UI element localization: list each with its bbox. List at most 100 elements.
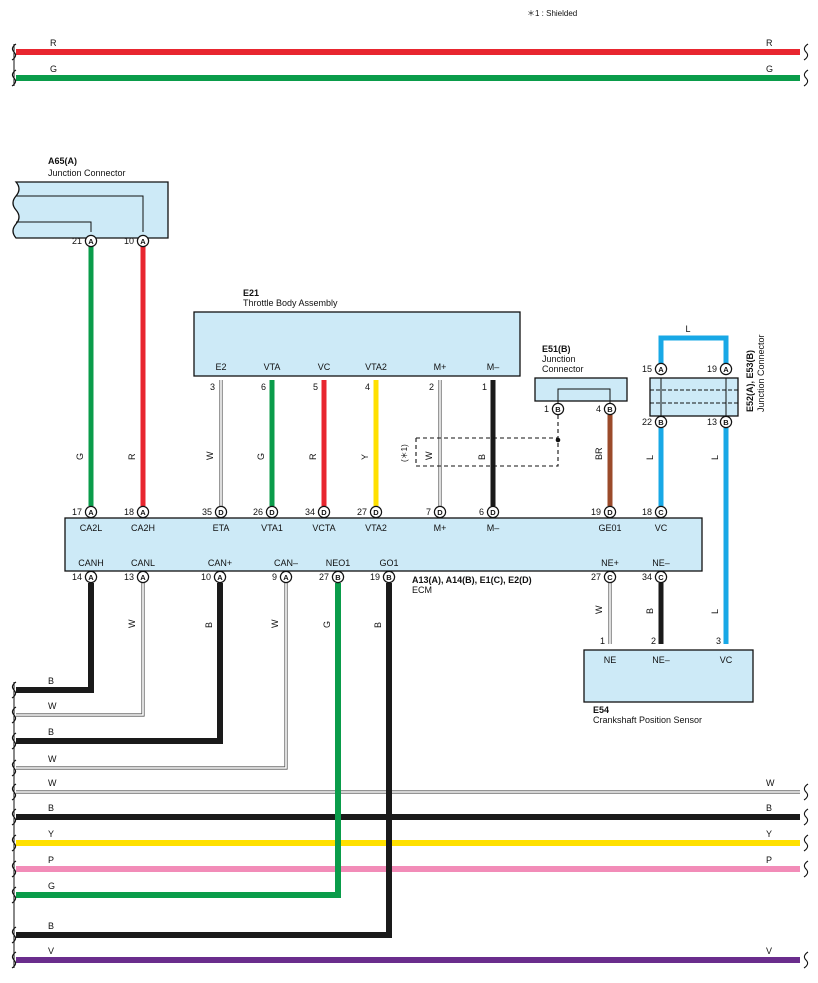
bottom-wire-9 xyxy=(16,583,392,938)
e51-wire-label: BR xyxy=(594,447,604,460)
ecm-bottom-ne+-pin-letter: C xyxy=(607,573,613,582)
ecm-bottom-can+-pin-letter: A xyxy=(217,573,223,582)
ecm-bottom-pin-number: 27 xyxy=(319,572,329,582)
ecm-bottom-neo1-pin-circle xyxy=(331,570,345,584)
e54-pin-number: 1 xyxy=(600,636,605,646)
component-layer: A65(A) Junction Connector E21 Throttle B… xyxy=(12,9,766,725)
ecm-bottom-pin-name: NE+ xyxy=(601,558,619,568)
break-mark-right xyxy=(803,783,809,801)
e52-pin-number: 22 xyxy=(642,417,652,427)
e51-1-pin-circle xyxy=(551,402,565,416)
e52-pin-number: 13 xyxy=(707,417,717,427)
e51-junction-connector: E51(B) Junction Connector xyxy=(534,344,628,403)
ecm-top-pin-name: ETA xyxy=(213,523,230,533)
ecm-top-pin-name: M– xyxy=(487,523,500,533)
bottom-wire-label-right: P xyxy=(766,855,772,865)
break-mark-right xyxy=(803,834,809,852)
ecm-top-vta1-pin-letter: D xyxy=(269,508,275,517)
e21-wire-label: Y xyxy=(360,454,370,460)
ecm-top-pin-name: M+ xyxy=(434,523,447,533)
ecm-top-pin-name: VTA1 xyxy=(261,523,283,533)
bottom-wire-label-right: B xyxy=(766,803,772,813)
e52-code: E52(A), E53(B) xyxy=(745,350,755,412)
ecm-bottom-ne+-pin-circle xyxy=(603,570,617,584)
wire-layer xyxy=(16,49,800,963)
ecm-top-pin-number: 34 xyxy=(305,507,315,517)
e52-link-label: L xyxy=(685,324,690,334)
bottom-wire-1-core xyxy=(16,583,144,716)
top-wire-label-right: G xyxy=(766,64,773,74)
bottom-wire-1 xyxy=(16,583,145,717)
ecm-bottom-pin-name: NEO1 xyxy=(326,558,351,568)
ecm-code: A13(A), A14(B), E1(C), E2(D) xyxy=(412,575,532,585)
e21-pin-number: 2 xyxy=(429,382,434,392)
bottom-wire-label-left: W xyxy=(48,701,57,711)
ecm-top-pin-name: CA2L xyxy=(80,523,103,533)
ecm-top-pin-number: 7 xyxy=(426,507,431,517)
e52-wire-label: L xyxy=(645,455,655,460)
bottom-wire-label-left: B xyxy=(48,727,54,737)
ecm-e54-wire-label: B xyxy=(645,608,655,614)
bottom-wire-label-left: W xyxy=(48,778,57,788)
shield-junction-dot xyxy=(555,437,561,443)
e54-pin-number: 3 xyxy=(716,636,721,646)
e21-wire-label: R xyxy=(308,453,318,460)
shield-dashed-line xyxy=(415,413,559,467)
a65-21-pin-letter: A xyxy=(88,237,94,246)
ecm-bottom-pin-number: 13 xyxy=(124,572,134,582)
a65-10-pin-circle xyxy=(136,234,150,248)
e21-pin-name-m–: M– xyxy=(487,362,500,372)
ecm-top-pin-number: 35 xyxy=(202,507,212,517)
e21-name: Throttle Body Assembly xyxy=(243,298,338,308)
ecm-bottom-canl-pin-letter: A xyxy=(140,573,146,582)
bottom-wire-label-left: B xyxy=(48,921,54,931)
ecm-top-vc-pin-letter: C xyxy=(658,508,664,517)
ecm-below-wire-label: W xyxy=(127,619,137,628)
ecm-e54-wire-label: L xyxy=(710,609,720,614)
break-mark-right xyxy=(803,860,809,878)
ecm-below-wire-label: B xyxy=(204,622,214,628)
ecm-name: ECM xyxy=(412,585,432,595)
a65-code: A65(A) xyxy=(48,156,77,166)
bottom-wire-label-left: W xyxy=(48,754,57,764)
e21-throttle-body-assembly: E21 Throttle Body Assembly xyxy=(193,288,521,377)
ecm-bottom-neo1-pin-letter: B xyxy=(335,573,341,582)
ecm-bottom-pin-name: CAN– xyxy=(274,558,298,568)
ecm-top-m–-pin-circle xyxy=(486,505,500,519)
break-mark-right xyxy=(803,69,809,87)
ecm-bottom-can–-pin-circle xyxy=(279,570,293,584)
ecm-top-ca2l-pin-circle xyxy=(84,505,98,519)
e52-19-pin-letter: A xyxy=(723,365,729,374)
ecm-top-eta-pin-letter: D xyxy=(218,508,224,517)
ecm-bottom-pin-number: 19 xyxy=(370,572,380,582)
ecm-bottom-pin-number: 34 xyxy=(642,572,652,582)
ecm-below-wire-label: G xyxy=(322,621,332,628)
e52-e53-junction-connector: E52(A), E53(B) Junction Connector xyxy=(649,334,766,417)
a65-pin-number: 10 xyxy=(124,236,134,246)
ecm-top-pin-name: GE01 xyxy=(598,523,621,533)
ecm-top-ge01-pin-circle xyxy=(603,505,617,519)
e52-pin-number: 19 xyxy=(707,364,717,374)
bottom-wire-label-right: Y xyxy=(766,829,772,839)
a65-21-pin-circle xyxy=(84,234,98,248)
e52-name: Junction Connector xyxy=(756,334,766,412)
e21-wire-label: B xyxy=(477,454,487,460)
a65-junction-connector: A65(A) Junction Connector xyxy=(12,156,169,239)
e51-code: E51(B) xyxy=(542,344,571,354)
e21-pin-name-e2: E2 xyxy=(215,362,226,372)
a65-wire-label: R xyxy=(127,453,137,460)
ecm-top-pin-name: VCTA xyxy=(312,523,335,533)
ecm-top-ca2l-pin-letter: A xyxy=(88,508,94,517)
ecm-bottom-go1-pin-circle xyxy=(382,570,396,584)
e54-pin-name: NE xyxy=(604,655,617,665)
ecm-bottom-can–-pin-letter: A xyxy=(283,573,289,582)
ecm-bottom-pin-name: NE– xyxy=(652,558,670,568)
ecm-top-pin-number: 18 xyxy=(124,507,134,517)
bottom-wire-label-left: G xyxy=(48,881,55,891)
break-mark-right xyxy=(803,808,809,826)
a65-pin-number: 21 xyxy=(72,236,82,246)
e51-name-line2: Connector xyxy=(542,364,584,374)
bottom-wire-label-right: W xyxy=(766,778,775,788)
